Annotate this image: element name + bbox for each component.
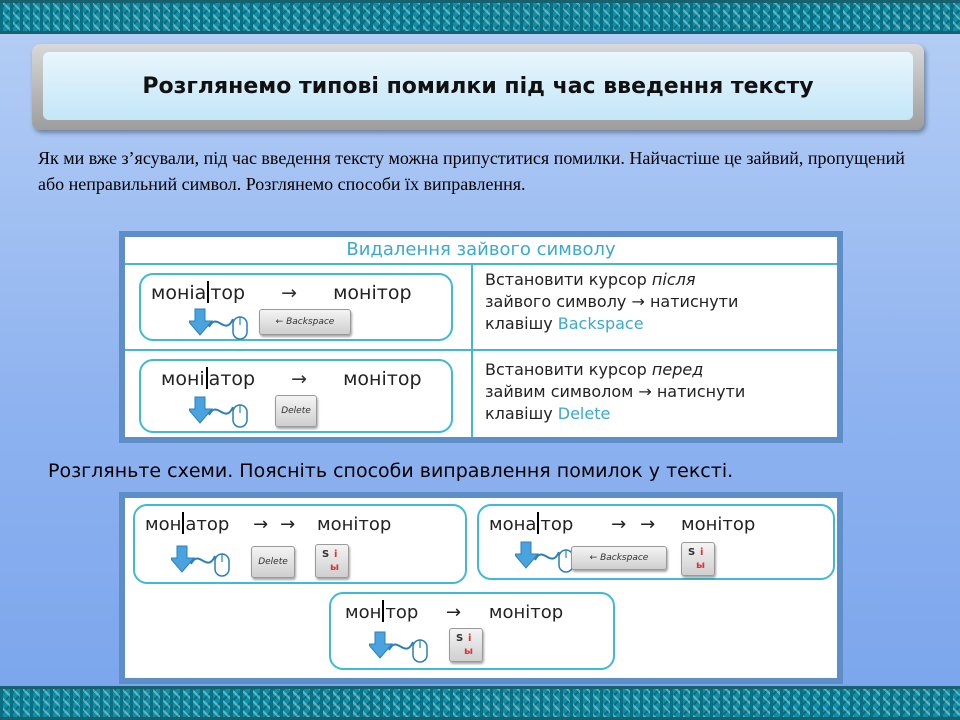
delete-key: Delete <box>251 546 295 578</box>
backspace-key: ← Backspace <box>259 309 351 335</box>
correct-word: монітор <box>343 368 422 390</box>
instruction-backspace: Встановити курсор після зайвого символу … <box>485 270 739 333</box>
page-title: Розглянемо типові помилки під час введен… <box>142 73 814 99</box>
correct-word: монітор <box>333 282 412 304</box>
text-cursor <box>205 367 208 389</box>
right-arrow-icon: → <box>611 514 627 535</box>
decorative-border-top <box>0 0 960 34</box>
mouse-icon <box>189 308 248 340</box>
text-cursor <box>382 600 385 622</box>
wrong-word-part: тор <box>210 282 246 304</box>
right-arrow-icon: → <box>280 514 296 535</box>
decorative-border-bottom <box>0 686 960 720</box>
panel-header: Видалення зайвого символу <box>125 237 837 265</box>
instruction-delete: Встановити курсор перед зайвим символом … <box>485 360 746 423</box>
right-arrow-icon: → <box>291 368 308 390</box>
wrong-word-part: моні <box>161 368 205 390</box>
right-arrow-icon: → <box>253 514 269 535</box>
wrong-word-part: атор <box>208 368 256 390</box>
text-cursor <box>207 281 210 303</box>
delete-key: Delete <box>275 395 317 427</box>
title-banner: Розглянемо типові помилки під час введен… <box>32 44 924 130</box>
text-cursor <box>537 512 540 534</box>
text-cursor <box>182 512 185 534</box>
right-arrow-icon: → <box>281 282 298 304</box>
right-arrow-icon: → <box>446 602 462 623</box>
intro-paragraph: Як ми вже з’ясували, під час введення те… <box>38 148 905 194</box>
task-text: Розгляньте схеми. Поясніть способи випра… <box>48 460 734 482</box>
wrong-word-part: моніа <box>151 282 207 304</box>
backspace-arrow-icon: ← <box>589 553 601 563</box>
right-arrow-icon: → <box>640 514 656 535</box>
mouse-icon <box>369 631 428 663</box>
backspace-key: ← Backspace <box>571 546 667 570</box>
mouse-icon <box>171 545 230 577</box>
mouse-icon <box>189 396 248 428</box>
backspace-arrow-icon: ← <box>275 317 287 327</box>
